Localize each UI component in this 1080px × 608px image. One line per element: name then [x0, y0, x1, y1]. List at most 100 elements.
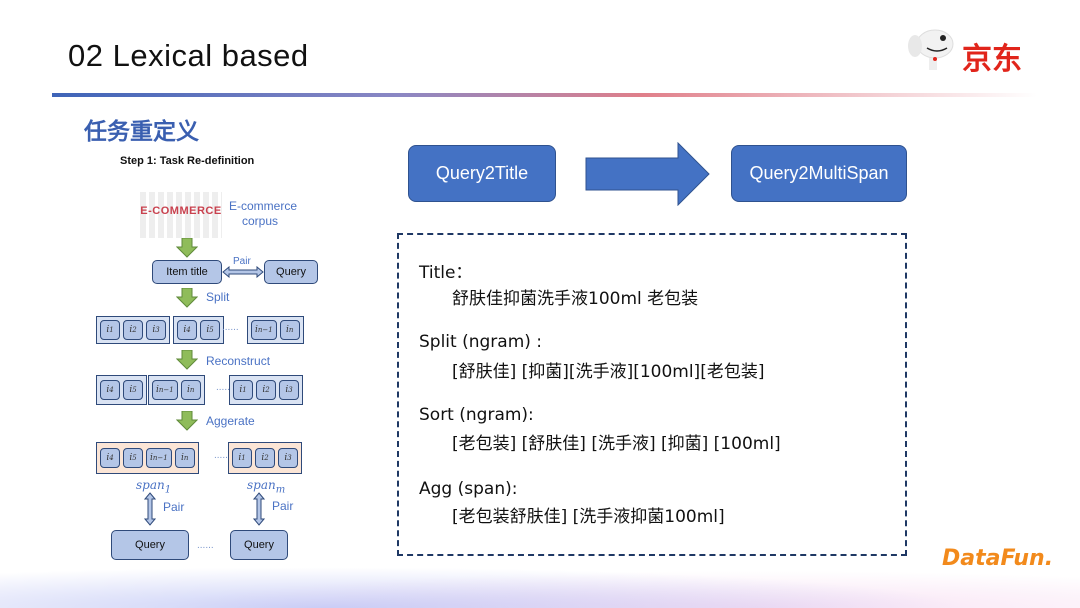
sort-value: [老包装] [舒肤佳] [洗手液] [抑菌] [100ml]: [452, 434, 781, 454]
token-base: i: [156, 385, 159, 395]
token-sub: 3: [288, 386, 293, 394]
token-base: i: [285, 385, 289, 395]
token-sub: 2: [132, 326, 137, 334]
pair-label: Pair: [272, 499, 294, 513]
span-base: span: [247, 478, 276, 492]
split-label: Split (ngram) :: [419, 332, 543, 352]
ecommerce-image: E-COMMERCE: [140, 192, 222, 238]
token-sub: 4: [109, 386, 114, 394]
span-sub: 1: [164, 484, 172, 496]
token-sub: 4: [109, 454, 114, 462]
pair-label: Pair: [233, 256, 251, 267]
aggregate-label: Aggerate: [206, 414, 255, 428]
ellipsis: ......: [214, 450, 231, 461]
token-sub: n: [189, 386, 195, 394]
token-sub: n−1: [257, 326, 273, 334]
token-base: i: [284, 453, 288, 463]
example-panel: [397, 233, 907, 556]
jd-dog-logo-icon: [908, 29, 954, 70]
down-arrow-icon: [176, 288, 198, 308]
span-1-label: span1: [136, 478, 171, 495]
token-base: i: [181, 453, 184, 463]
token-base: i: [129, 325, 133, 335]
token-base: i: [239, 385, 243, 395]
span-sub: m: [275, 484, 286, 496]
token-sub: 1: [241, 454, 246, 462]
vertical-double-arrow-icon: [144, 492, 156, 526]
item-title-box: Item title: [152, 260, 222, 284]
ellipsis: ......: [216, 382, 233, 393]
token-base: i: [106, 453, 110, 463]
down-arrow-icon: [176, 350, 198, 370]
diagram-step-title: Step 1: Task Re-definition: [120, 155, 255, 167]
query-box: Query: [111, 530, 189, 560]
down-arrow-icon: [176, 238, 198, 258]
down-arrow-icon: [176, 411, 198, 431]
token-sub: 2: [264, 454, 269, 462]
title-value: 舒肤佳抑菌洗手液100ml 老包装: [452, 289, 699, 309]
span-base: span: [136, 478, 165, 492]
corpus-label: E-commerce: [229, 199, 298, 213]
token-base: i: [183, 325, 187, 335]
ellipsis: ......: [197, 540, 214, 551]
token-sub: 5: [132, 386, 137, 394]
span-m-label: spanm: [247, 478, 285, 495]
token-sub: n: [288, 326, 294, 334]
token-sub: 5: [209, 326, 214, 334]
token-sub: 5: [132, 454, 137, 462]
token-base: i: [206, 325, 210, 335]
right-arrow-icon: [585, 142, 710, 206]
title-divider: [52, 93, 1037, 97]
split-label: Split: [206, 290, 230, 304]
token-sub: 1: [109, 326, 114, 334]
section-subtitle: 任务重定义: [84, 119, 199, 145]
agg-label: Agg (span):: [419, 479, 518, 499]
token-base: i: [255, 325, 258, 335]
token-base: i: [152, 325, 156, 335]
pair-label: Pair: [163, 500, 185, 514]
ecommerce-image-text: E-COMMERCE: [140, 205, 222, 217]
token-base: i: [238, 453, 242, 463]
query-box: Query: [264, 260, 318, 284]
token-base: i: [106, 385, 110, 395]
token-sub: n−1: [152, 454, 168, 462]
agg-value: [老包装舒肤佳] [洗手液抑菌100ml]: [452, 507, 725, 527]
token-base: i: [286, 325, 289, 335]
token-sub: 1: [242, 386, 247, 394]
token-base: i: [129, 385, 133, 395]
token-base: i: [129, 453, 133, 463]
token-base: i: [106, 325, 110, 335]
token-base: i: [262, 385, 266, 395]
sort-label: Sort (ngram):: [419, 405, 534, 425]
slide-title: 02 Lexical based: [68, 38, 309, 73]
token-sub: 2: [265, 386, 270, 394]
token-base: i: [150, 453, 153, 463]
token-base: i: [261, 453, 265, 463]
token-sub: 4: [186, 326, 191, 334]
query2title-box: Query2Title: [408, 145, 556, 202]
